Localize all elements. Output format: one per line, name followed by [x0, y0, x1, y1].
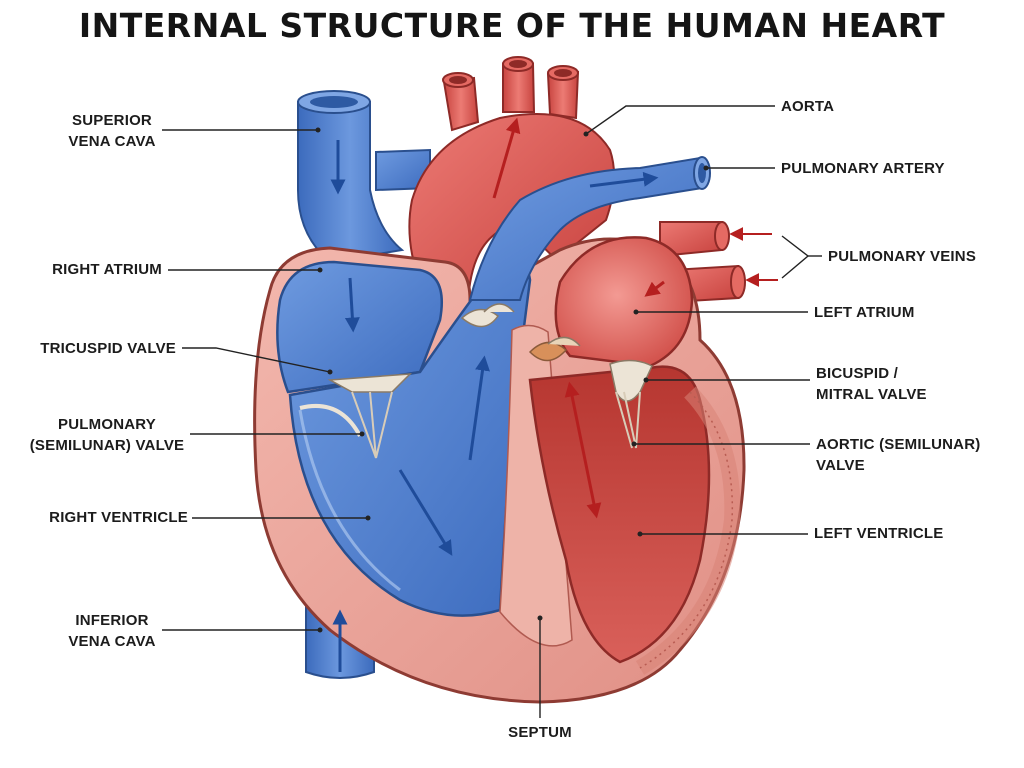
- label-mitral-valve-line1: BICUSPID /: [816, 365, 899, 382]
- label-aortic-valve-line1: AORTIC (SEMILUNAR): [816, 436, 981, 453]
- dot-right-atrium: [317, 267, 323, 273]
- dot-aorta: [583, 131, 589, 137]
- leader-tricuspid-valve: [182, 347, 331, 373]
- dot-left-ventricle: [637, 531, 643, 537]
- flow-arrow-rv-out: [468, 355, 490, 461]
- flow-arrow-la: [644, 280, 665, 297]
- label-superior-vena-cava-line2: VENA CAVA: [68, 133, 156, 150]
- label-aortic-valve-line2: VALVE: [816, 457, 865, 474]
- label-pulmonary-veins: PULMONARY VEINS: [828, 248, 977, 265]
- dot-right-ventricle: [365, 515, 371, 521]
- label-superior-vena-cava-line1: SUPERIOR: [72, 112, 152, 129]
- dot-left-atrium: [633, 309, 639, 315]
- dot-pulmonary-artery: [703, 165, 709, 171]
- tricuspid-valve: [299, 373, 412, 459]
- pulmonary-artery: [468, 156, 711, 301]
- label-right-ventricle: RIGHT VENTRICLE: [49, 509, 188, 526]
- dot-pulmonary-valve: [359, 431, 365, 437]
- label-inferior-vena-cava-line2: VENA CAVA: [68, 633, 156, 650]
- label-inferior-vena-cava: INFERIOR VENA CAVA: [60, 610, 164, 652]
- flow-arrow-lv: [564, 381, 602, 519]
- label-left-ventricle: LEFT VENTRICLE: [814, 525, 944, 542]
- leader-dots: [315, 127, 709, 633]
- label-mitral-valve-line2: MITRAL VALVE: [816, 386, 927, 403]
- dot-mitral-valve: [643, 377, 649, 383]
- label-pulmonary-valve: PULMONARY (SEMILUNAR) VALVE: [28, 414, 186, 456]
- label-mitral-valve: BICUSPID / MITRAL VALVE: [816, 363, 927, 405]
- label-pulmonary-valve-line1: PULMONARY: [58, 416, 156, 433]
- label-septum: SEPTUM: [508, 724, 572, 741]
- leader-aorta: [585, 105, 775, 135]
- flow-arrow-rv: [398, 469, 453, 556]
- diagram-title: INTERNAL STRUCTURE OF THE HUMAN HEART: [78, 6, 946, 45]
- flow-arrow-pa: [589, 171, 659, 188]
- leader-pulmonary-veins: [781, 235, 810, 279]
- septum: [499, 324, 573, 647]
- label-superior-vena-cava: SUPERIOR VENA CAVA: [60, 110, 164, 152]
- aortic-valve: [528, 336, 581, 362]
- pulmonary-vein-arrows: [729, 227, 778, 287]
- flow-arrow-ra: [344, 277, 360, 333]
- dot-tricuspid-valve: [327, 369, 333, 375]
- label-inferior-vena-cava-line1: INFERIOR: [75, 612, 149, 629]
- superior-vena-cava: [297, 90, 405, 264]
- dot-septum: [537, 615, 543, 621]
- flow-arrows: [330, 117, 665, 672]
- dot-aortic-valve: [631, 441, 637, 447]
- flow-arrow-aorta: [492, 117, 521, 199]
- dot-superior-vena-cava: [315, 127, 321, 133]
- label-aortic-valve: AORTIC (SEMILUNAR) VALVE: [816, 434, 980, 476]
- dot-inferior-vena-cava: [317, 627, 323, 633]
- label-tricuspid-valve: TRICUSPID VALVE: [40, 340, 176, 357]
- mitral-valve: [609, 359, 653, 449]
- label-left-atrium: LEFT ATRIUM: [814, 304, 915, 321]
- label-right-atrium: RIGHT ATRIUM: [52, 261, 162, 278]
- label-aorta: AORTA: [781, 98, 835, 115]
- label-pulmonary-valve-line2: (SEMILUNAR) VALVE: [29, 437, 185, 454]
- pulmonary-valve: [460, 303, 515, 328]
- label-pulmonary-artery: PULMONARY ARTERY: [781, 160, 945, 177]
- leader-lines: [162, 105, 822, 718]
